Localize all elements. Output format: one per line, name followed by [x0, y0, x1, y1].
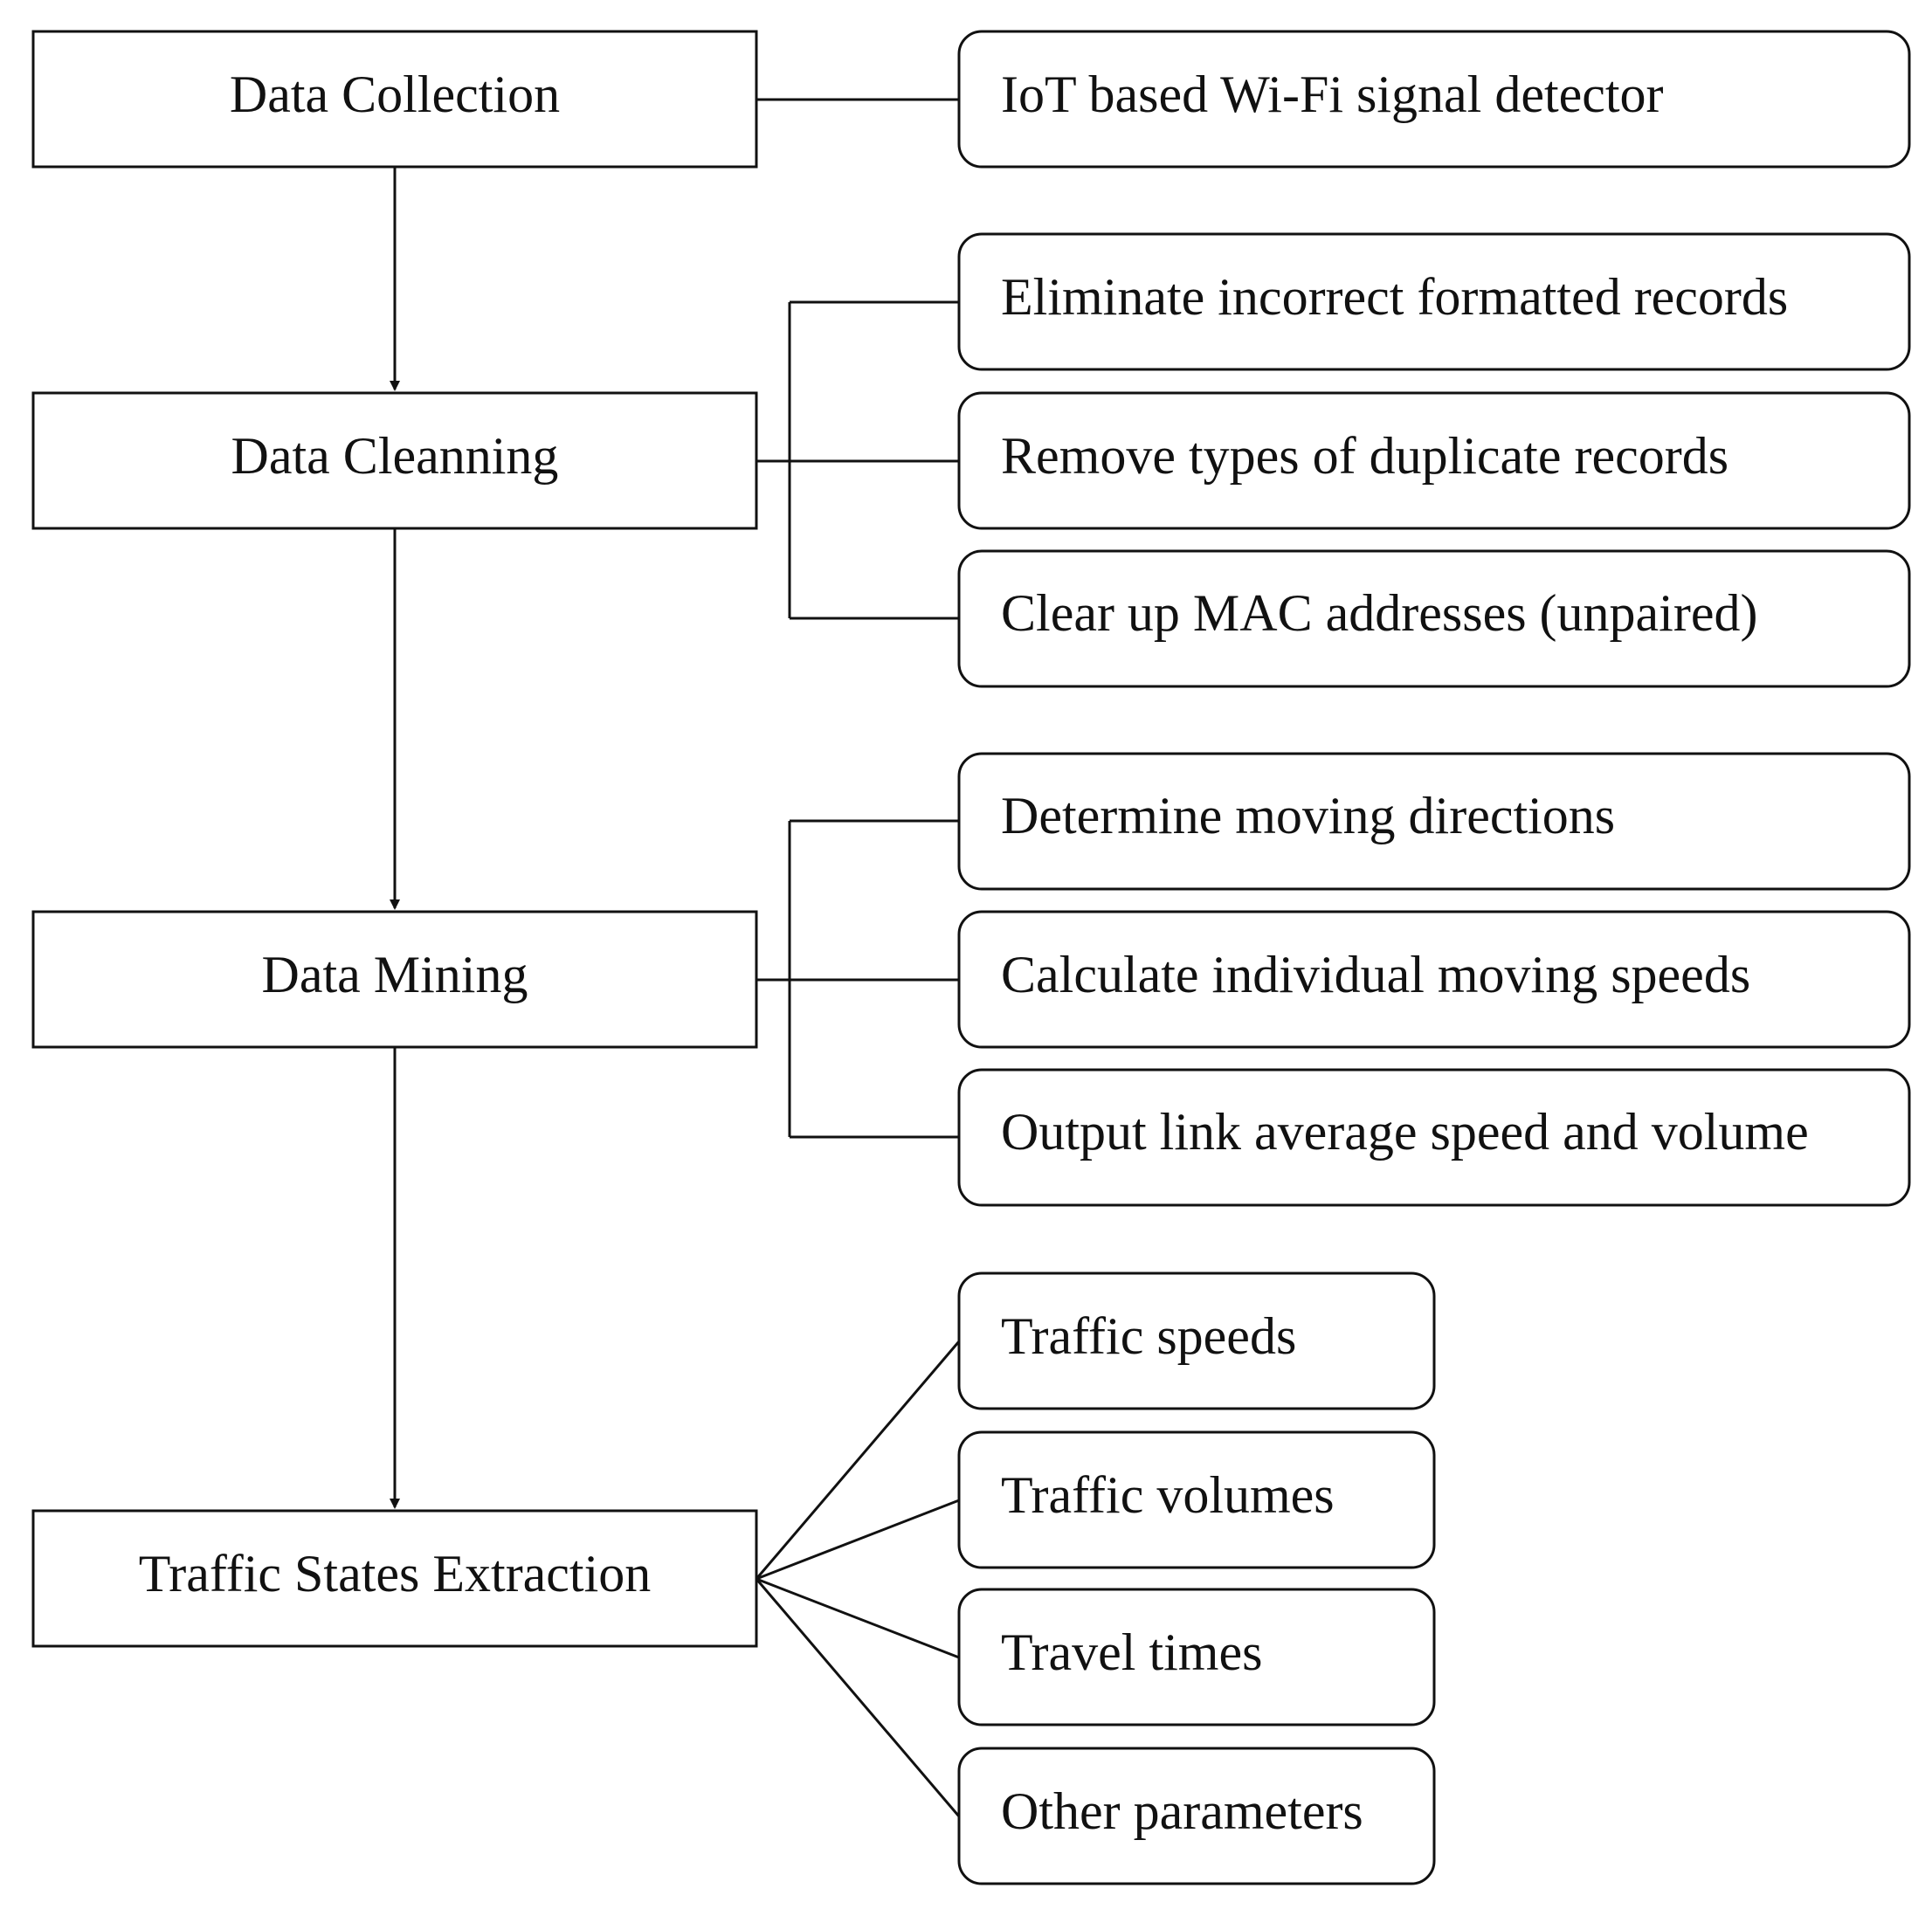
detail-label: Clear up MAC addresses (unpaired)	[1001, 584, 1757, 642]
stage-label: Traffic States Extraction	[139, 1545, 652, 1602]
stage-label: Data Cleanning	[231, 427, 559, 485]
bracket-cleanning	[756, 300, 959, 620]
stage-data-collection: Data Collection	[31, 30, 758, 169]
stage-label: Data Mining	[262, 946, 528, 1003]
detail-label: IoT based Wi-Fi signal detector	[1001, 65, 1664, 123]
detail-calculate-speeds: Calculate individual moving speeds	[957, 910, 1911, 1049]
detail-traffic-speeds: Traffic speeds	[957, 1272, 1436, 1410]
stage-traffic-states-extraction: Traffic States Extraction	[31, 1509, 758, 1648]
detail-determine-directions: Determine moving directions	[957, 752, 1911, 891]
detail-iot-wifi-detector: IoT based Wi-Fi signal detector	[957, 30, 1911, 169]
detail-output-link-speed-volume: Output link average speed and volume	[957, 1068, 1911, 1207]
stage-data-mining: Data Mining	[31, 910, 758, 1049]
stage-data-cleanning: Data Cleanning	[31, 391, 758, 530]
detail-travel-times: Travel times	[957, 1588, 1436, 1726]
stage-label: Data Collection	[230, 65, 560, 123]
detail-other-parameters: Other parameters	[957, 1747, 1436, 1885]
detail-label: Determine moving directions	[1001, 787, 1615, 844]
detail-label: Travel times	[1001, 1623, 1262, 1681]
detail-traffic-volumes: Traffic volumes	[957, 1430, 1436, 1569]
detail-label: Remove types of duplicate records	[1001, 427, 1728, 485]
bracket-mining	[756, 819, 959, 1139]
fan-extraction	[755, 1340, 961, 1817]
detail-label: Traffic volumes	[1001, 1466, 1335, 1524]
detail-eliminate-incorrect-records: Eliminate incorrect formatted records	[957, 232, 1911, 371]
detail-label: Output link average speed and volume	[1001, 1103, 1809, 1161]
detail-clear-mac-addresses: Clear up MAC addresses (unpaired)	[957, 549, 1911, 688]
detail-label: Other parameters	[1001, 1782, 1363, 1840]
detail-label: Calculate individual moving speeds	[1001, 946, 1750, 1003]
detail-label: Traffic speeds	[1001, 1307, 1296, 1365]
detail-remove-duplicate-records: Remove types of duplicate records	[957, 391, 1911, 530]
detail-label: Eliminate incorrect formatted records	[1001, 268, 1788, 326]
